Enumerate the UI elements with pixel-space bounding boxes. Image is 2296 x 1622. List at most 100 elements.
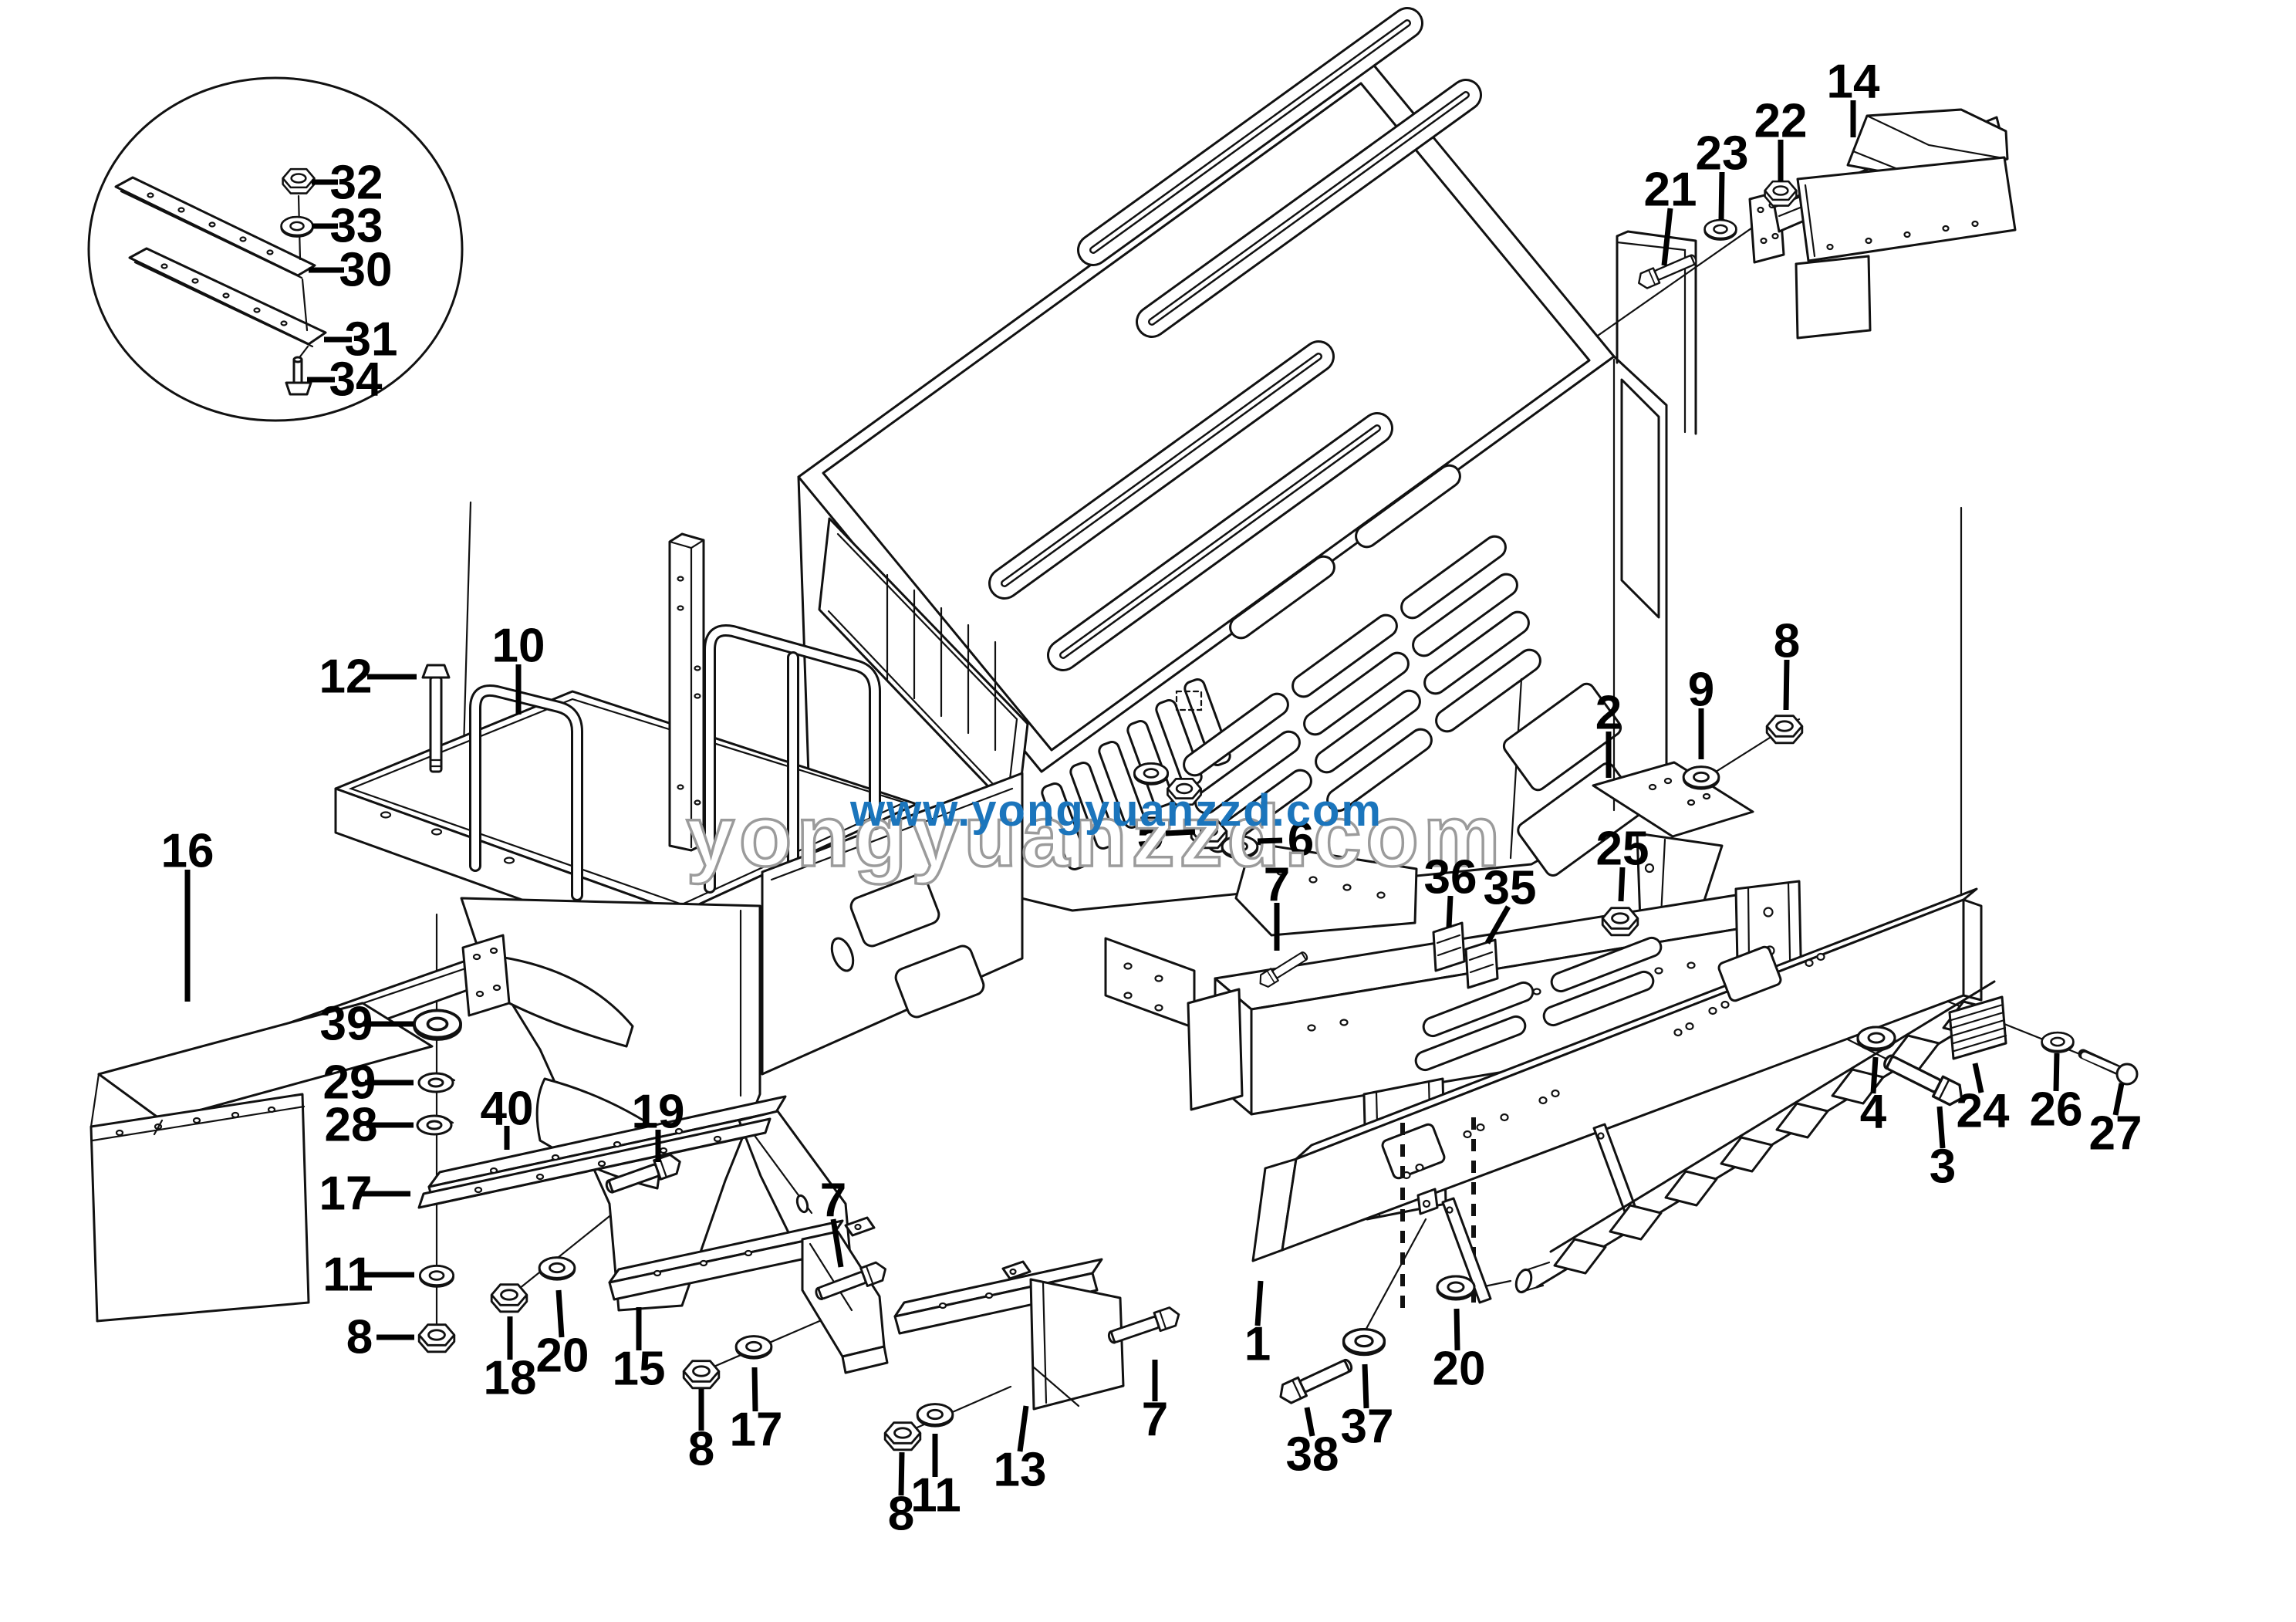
part-callout-9-34: 9: [1688, 664, 1714, 717]
part-callout-11-23: 11: [910, 1469, 961, 1522]
detail-balloon: [87, 76, 464, 422]
part-callout-7-25: 7: [1142, 1394, 1168, 1447]
part-callout-37-28: 37: [1341, 1401, 1394, 1454]
part-callout-32-0: 32: [330, 157, 383, 210]
washer-37: [1342, 1327, 1386, 1357]
part-callout-34-4: 34: [329, 353, 383, 407]
nut-8: [417, 1323, 456, 1353]
nut-22: [1764, 180, 1798, 207]
fender-16: [89, 934, 511, 1323]
part-callout-20-16: 20: [536, 1330, 589, 1383]
part-callout-8-22: 8: [888, 1488, 914, 1541]
washer-26: [2041, 1031, 2075, 1053]
watermark-large-text: yongyuanzzd.com: [687, 788, 1505, 884]
platform-post: [668, 532, 705, 852]
bracket-13: [893, 1258, 1125, 1411]
roof-ribs: [988, 7, 1482, 671]
part-callout-8-13: 8: [346, 1311, 373, 1364]
washer-11: [419, 1265, 454, 1288]
part-callout-24-45: 24: [1957, 1085, 2010, 1138]
part-callout-5-30: 5: [1137, 808, 1163, 861]
part-callout-3-44: 3: [1930, 1140, 1956, 1194]
platform-10: [334, 532, 1024, 1312]
part-callout-15-17: 15: [613, 1343, 666, 1396]
part-callout-21-39: 21: [1644, 164, 1697, 217]
part-callout-13-24: 13: [994, 1444, 1047, 1497]
bolt-34: [285, 356, 312, 396]
spring-washer-28: [416, 1114, 454, 1136]
part-callout-23-40: 23: [1696, 127, 1749, 181]
part-callout-12-5: 12: [319, 650, 373, 704]
platform-gusset: [460, 897, 761, 1312]
bolt-12: [421, 664, 451, 773]
part-callout-28-10: 28: [325, 1099, 378, 1152]
shim-plates-35-36: [1432, 921, 1499, 989]
bumper-1: [1251, 887, 1983, 1262]
watermark: yongyuanzzd.com www.yongyuanzzd.com: [685, 786, 1505, 886]
washer-23: [1703, 218, 1737, 241]
washer-4: [1856, 1026, 1896, 1052]
bolt-38: [1275, 1353, 1356, 1407]
nut-25: [1601, 907, 1639, 937]
nut-32: [282, 167, 316, 194]
part-callout-35-38: 35: [1484, 862, 1537, 915]
part-callout-17-11: 17: [319, 1168, 373, 1221]
part-callout-36-37: 36: [1424, 851, 1477, 904]
fasteners: [413, 180, 2139, 1451]
washer-9: [1682, 765, 1720, 790]
plate-31: [128, 247, 327, 348]
part-callout-33-1: 33: [330, 200, 383, 253]
front-louvers: [1041, 678, 1231, 870]
grille-plate-24: [1948, 995, 2007, 1060]
part-callout-26-46: 26: [2030, 1083, 2083, 1137]
part-callout-19-18: 19: [632, 1086, 685, 1139]
part-callout-27-47: 27: [2089, 1107, 2142, 1161]
washer-20: [538, 1256, 576, 1281]
part-callout-30-2: 30: [339, 244, 393, 297]
part-callout-31-3: 31: [345, 313, 398, 367]
part-callout-40-14: 40: [481, 1083, 534, 1136]
bracket-15: [608, 1216, 889, 1374]
cab-drawing: [797, 7, 1697, 912]
watermark-url-text: www.yongyuanzzd.com: [849, 786, 1383, 836]
cab-door-side: [1612, 230, 1697, 812]
bolt-27: [2078, 1049, 2139, 1086]
nut-8d: [1765, 715, 1804, 745]
part-callout-16-7: 16: [161, 825, 214, 878]
part-callout-17-21: 17: [730, 1404, 783, 1457]
part-callout-18-15: 18: [484, 1352, 537, 1405]
part-callout-8-20: 8: [688, 1423, 714, 1476]
part-callout-11-12: 11: [322, 1249, 373, 1302]
cab-floor-detail: [1175, 690, 1203, 711]
washer-20b: [1436, 1275, 1476, 1301]
part-callout-7-32: 7: [1264, 859, 1290, 912]
part-callout-29-9: 29: [323, 1056, 376, 1110]
grille-slots: [1183, 464, 1541, 853]
spring-washer-29: [417, 1072, 456, 1093]
washer-17b: [734, 1335, 773, 1360]
washer-11b: [916, 1403, 954, 1428]
washer-6b: [1133, 762, 1169, 786]
washer-39: [413, 1009, 462, 1041]
leader-lines: [184, 100, 2125, 1496]
plate-30: [114, 176, 316, 279]
platform-handrails: [469, 624, 881, 907]
washer-33: [280, 215, 314, 238]
part-callout-25-36: 25: [1596, 823, 1649, 876]
part-callout-38-27: 38: [1286, 1428, 1339, 1482]
nut-8c: [883, 1421, 922, 1451]
part-callout-7-19: 7: [820, 1174, 846, 1228]
part-callout-14-42: 14: [1827, 56, 1880, 109]
part-callout-10-6: 10: [492, 620, 545, 673]
part-callout-39-8: 39: [320, 998, 373, 1051]
part-callout-6-31: 6: [1288, 813, 1314, 867]
part-callout-2-33: 2: [1595, 687, 1622, 740]
nut-8b: [682, 1360, 721, 1390]
part-callout-1-26: 1: [1244, 1318, 1271, 1371]
part-callout-8-35: 8: [1774, 615, 1800, 668]
part-callout-4-43: 4: [1860, 1086, 1887, 1139]
part-callout-20-29: 20: [1433, 1343, 1486, 1396]
